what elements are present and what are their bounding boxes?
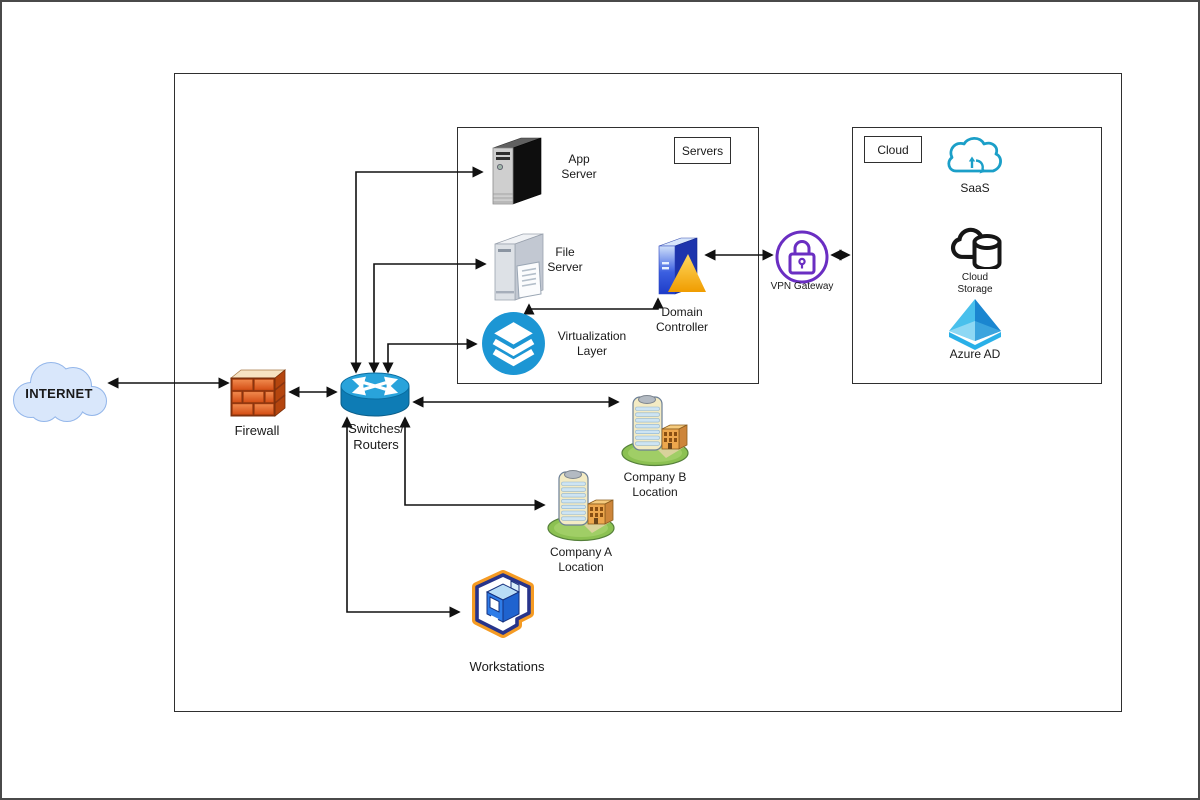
workstations-label: Workstations [469,659,545,674]
servers-group-label: Servers [674,137,731,164]
company-a-label: Company A Location [549,545,613,574]
internet-label: INTERNET [25,386,93,401]
azure-ad-icon [946,297,1004,353]
cloud-group-box [852,127,1102,384]
saas-icon [943,132,1005,179]
servers-group-label-text: Servers [681,143,724,158]
azure-ad-label: Azure AD [949,347,1001,361]
virtualization-layer-label: Virtualization Layer [557,329,627,358]
internet-cloud-icon [6,356,112,428]
vpn-gateway-label: VPN Gateway [770,281,834,292]
cloud-group-label: Cloud [864,136,922,163]
cloud-storage-icon [941,215,1007,269]
app-server-icon [484,132,550,210]
company-b-building-icon [620,390,692,468]
vpn-gateway-icon [774,229,830,285]
file-server-label: File Server [547,245,583,274]
company-a-building-icon [546,465,618,543]
cloud-storage-label: Cloud Storage [957,272,993,295]
switches-routers-label: Switches/ Routers [348,421,404,452]
firewall-icon [228,366,290,420]
saas-label: SaaS [960,181,990,195]
domain-controller-icon [653,232,707,304]
app-server-label: App Server [561,152,597,181]
firewall-label: Firewall [234,423,280,438]
workstations-icon [461,567,545,655]
network-boundary-box [174,73,1122,712]
file-server-icon [487,228,551,306]
cloud-group-label-text: Cloud [877,142,909,157]
company-b-label: Company B Location [623,470,687,499]
domain-controller-label: Domain Controller [655,305,709,334]
virtualization-layer-icon [480,310,547,377]
router-icon [337,366,413,422]
